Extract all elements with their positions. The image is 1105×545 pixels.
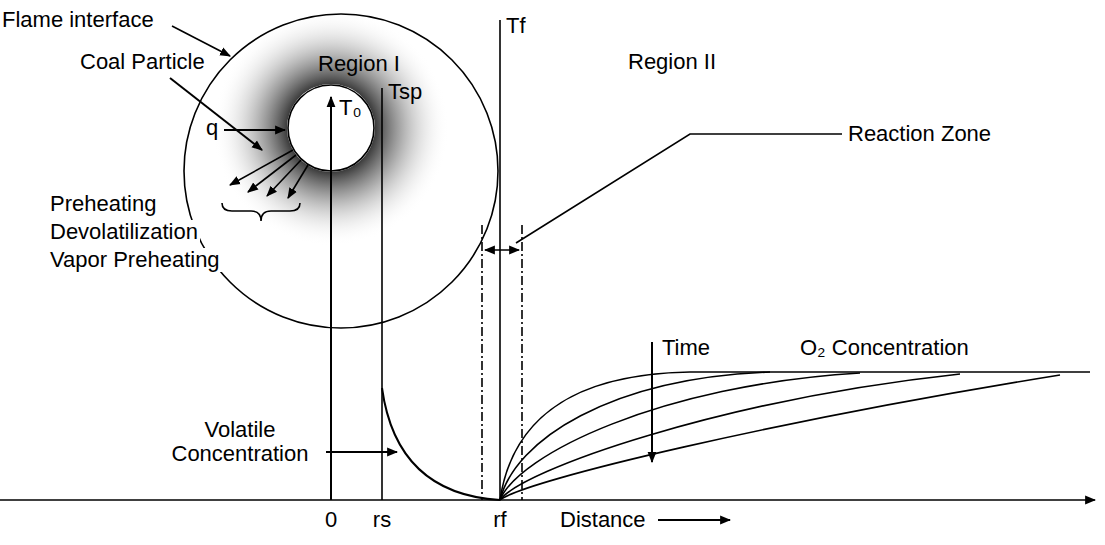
origin-arrow xyxy=(330,97,332,500)
curly-brace xyxy=(222,203,300,221)
release-arrow xyxy=(230,150,293,185)
oxygen-curve xyxy=(500,372,770,500)
axis-label: Distance xyxy=(560,508,646,532)
zone-boundary xyxy=(481,225,483,500)
surface-line xyxy=(381,88,383,500)
profile-label: O₂ Concentration xyxy=(800,336,969,360)
release-arrow xyxy=(288,165,308,198)
callout-label: Flame interface xyxy=(2,8,154,32)
circle-outline xyxy=(184,14,498,328)
leader-line xyxy=(516,134,842,243)
axis-tick-label: rf xyxy=(493,508,506,532)
axis-tick-label: rs xyxy=(373,508,391,532)
profile-label: Volatile Concentration xyxy=(160,418,320,466)
process-label: Vapor Preheating xyxy=(48,248,222,272)
volatile-curve xyxy=(382,388,500,500)
oxygen-curve xyxy=(500,372,1090,500)
release-arrow xyxy=(267,160,301,196)
circle-outline xyxy=(287,84,375,172)
callout-label: Coal Particle xyxy=(80,50,205,74)
flame-line xyxy=(499,20,501,500)
distance-arrow xyxy=(658,519,730,521)
flame-interface-circle: Region I T₀ xyxy=(183,13,499,329)
callout-label: Reaction Zone xyxy=(848,122,991,146)
temperature-label: Tsp xyxy=(388,80,422,104)
zone-width-arrow xyxy=(485,249,519,251)
coal-particle-circle: T₀ xyxy=(287,84,375,172)
region-label: Region II xyxy=(628,50,716,74)
oxygen-curve xyxy=(500,373,860,500)
axis-tick-label: 0 xyxy=(325,508,337,532)
process-label: Preheating xyxy=(48,192,158,216)
distance-axis xyxy=(0,499,1095,501)
time-label: Time xyxy=(662,336,710,360)
process-label: Devolatilization xyxy=(48,220,200,244)
heat-flux-arrow xyxy=(224,129,285,131)
leader-arrow xyxy=(326,451,397,453)
circle-outline xyxy=(288,85,374,171)
oxygen-curve xyxy=(500,375,1060,500)
time-arrow xyxy=(651,342,653,462)
region-label: Region I xyxy=(318,52,400,76)
leader-arrow xyxy=(170,78,262,150)
heat-flux-label: q xyxy=(206,116,218,140)
temperature-label: T₀ xyxy=(339,96,362,120)
temperature-label: Tf xyxy=(506,14,526,38)
